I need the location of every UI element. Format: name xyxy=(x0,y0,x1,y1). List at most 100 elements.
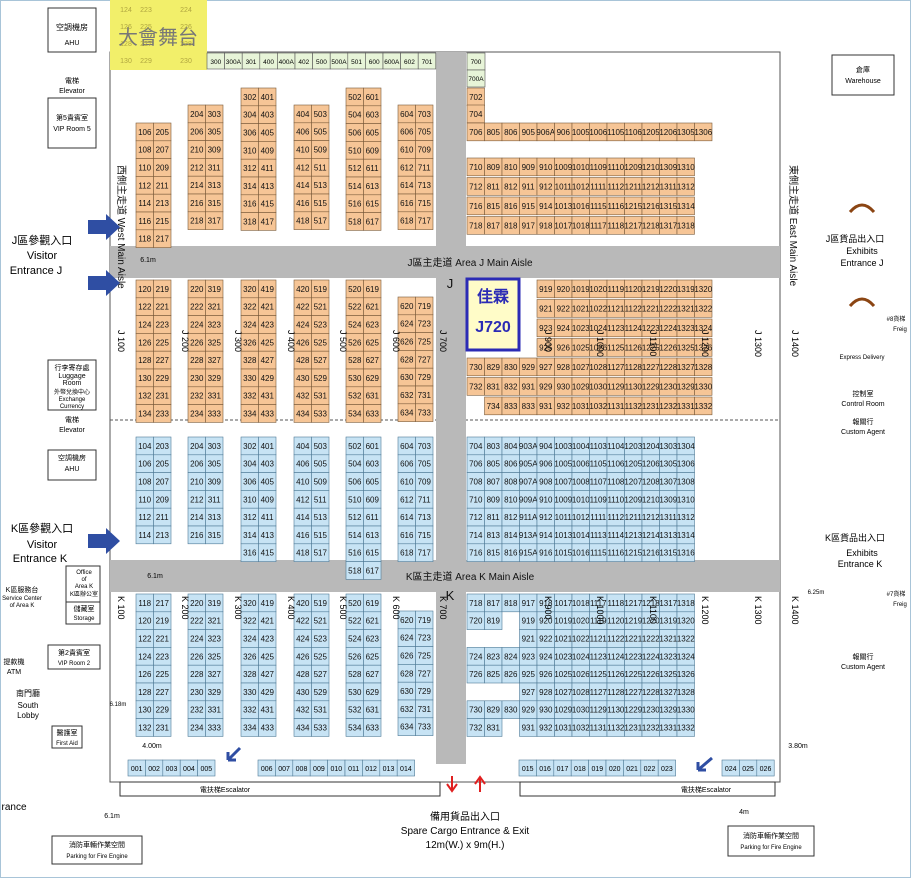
booth-number: 432 xyxy=(296,706,310,715)
booth[interactable] xyxy=(258,212,277,231)
booth-number: 204 xyxy=(190,110,204,119)
booth-number: 322 xyxy=(243,303,257,312)
booth[interactable] xyxy=(484,611,503,630)
booth-number: 531 xyxy=(314,392,328,401)
booth[interactable] xyxy=(153,525,172,545)
booth-number: 825 xyxy=(487,670,501,679)
booth-number: 514 xyxy=(348,182,362,191)
booth-number: 1023 xyxy=(554,652,572,661)
booth[interactable] xyxy=(484,718,503,737)
booth[interactable] xyxy=(676,718,695,737)
booth[interactable] xyxy=(363,718,382,737)
booth-number: 426 xyxy=(296,338,310,347)
booth[interactable] xyxy=(311,718,330,737)
booth-number: 1222 xyxy=(642,635,660,644)
booth[interactable] xyxy=(311,211,330,230)
booth[interactable] xyxy=(676,196,695,216)
booth-number: 020 xyxy=(609,766,621,773)
booth-number: 428 xyxy=(296,356,310,365)
booth-number: 511 xyxy=(314,495,327,504)
customs-cn-1: 報關行 xyxy=(853,417,874,426)
booth[interactable] xyxy=(205,404,224,423)
booth-number: 925 xyxy=(539,343,553,352)
booth-number: 1327 xyxy=(677,363,695,372)
booth-number: 134 xyxy=(138,410,152,419)
booth[interactable] xyxy=(363,212,382,231)
booth[interactable] xyxy=(676,177,695,196)
booth-number: 920 xyxy=(539,617,553,626)
booth-number: 227 xyxy=(156,688,170,697)
booth[interactable] xyxy=(363,404,382,423)
booth-number: 1130 xyxy=(607,706,625,715)
booth[interactable] xyxy=(694,396,713,416)
booth-number: 1324 xyxy=(677,652,695,661)
booth-number: 714 xyxy=(469,531,483,540)
booth-number: 211 xyxy=(156,513,169,522)
booth-number: 128 xyxy=(138,356,152,365)
booth[interactable] xyxy=(694,122,713,142)
booth[interactable] xyxy=(311,543,330,562)
booth[interactable] xyxy=(676,543,695,562)
column-label: J 600 xyxy=(391,330,401,352)
booth-number: 1020 xyxy=(572,617,590,626)
highlight-booth[interactable] xyxy=(465,277,521,352)
booth[interactable] xyxy=(153,718,172,737)
booth-number: 611 xyxy=(366,513,379,522)
booth-number: 816 xyxy=(504,549,518,558)
vip5-en: VIP Room 5 xyxy=(53,126,91,133)
booth[interactable] xyxy=(676,216,695,235)
booth-number: 918 xyxy=(539,221,553,230)
booth[interactable] xyxy=(466,69,486,88)
booth-number: 829 xyxy=(487,706,501,715)
first-aid-room xyxy=(51,725,83,749)
booth[interactable] xyxy=(657,759,676,777)
booth-number: 909A xyxy=(519,495,538,504)
booth[interactable] xyxy=(153,404,172,423)
booth[interactable] xyxy=(311,404,330,423)
booth[interactable] xyxy=(415,403,434,422)
booth-number: 724 xyxy=(469,652,483,661)
booth[interactable] xyxy=(153,229,172,248)
booth-number: 634 xyxy=(400,723,414,732)
booth[interactable] xyxy=(205,525,224,545)
booth[interactable] xyxy=(258,718,277,737)
booth[interactable] xyxy=(694,318,713,338)
elevator-en-mid: Elevator xyxy=(59,427,85,434)
booth[interactable] xyxy=(417,52,437,70)
booth[interactable] xyxy=(415,717,434,736)
booth-number: 1318 xyxy=(677,221,695,230)
booth[interactable] xyxy=(694,377,713,396)
booth-number: 219 xyxy=(156,285,170,294)
booth[interactable] xyxy=(197,759,216,777)
booth-number: 319 xyxy=(208,285,222,294)
booth[interactable] xyxy=(694,357,713,377)
booth[interactable] xyxy=(363,561,382,580)
visitor-j-cn: J區參觀入口 xyxy=(12,233,73,247)
booth[interactable] xyxy=(396,759,415,777)
booth-number: 521 xyxy=(314,303,328,312)
booth[interactable] xyxy=(756,759,775,777)
booth-number: 323 xyxy=(208,635,222,644)
booth-number: 1032 xyxy=(572,724,590,733)
booth-number: 816 xyxy=(504,202,518,211)
booth[interactable] xyxy=(676,157,695,177)
column-label: K 1100 xyxy=(648,596,658,624)
booth[interactable] xyxy=(205,211,224,230)
booth[interactable] xyxy=(205,718,224,737)
booth-number: 1124 xyxy=(625,324,643,333)
booth[interactable] xyxy=(694,279,713,299)
booth[interactable] xyxy=(694,338,713,357)
booth-number: 824 xyxy=(504,652,518,661)
booth[interactable] xyxy=(415,543,434,562)
booth-number: 524 xyxy=(348,321,362,330)
booth-number: 1021 xyxy=(554,635,572,644)
booth-number: 1223 xyxy=(642,324,660,333)
booth-number: 832 xyxy=(504,382,518,391)
booth[interactable] xyxy=(258,404,277,423)
booth[interactable] xyxy=(258,543,277,562)
center-aisle xyxy=(436,52,466,764)
booth[interactable] xyxy=(415,211,434,230)
booth[interactable] xyxy=(694,299,713,318)
